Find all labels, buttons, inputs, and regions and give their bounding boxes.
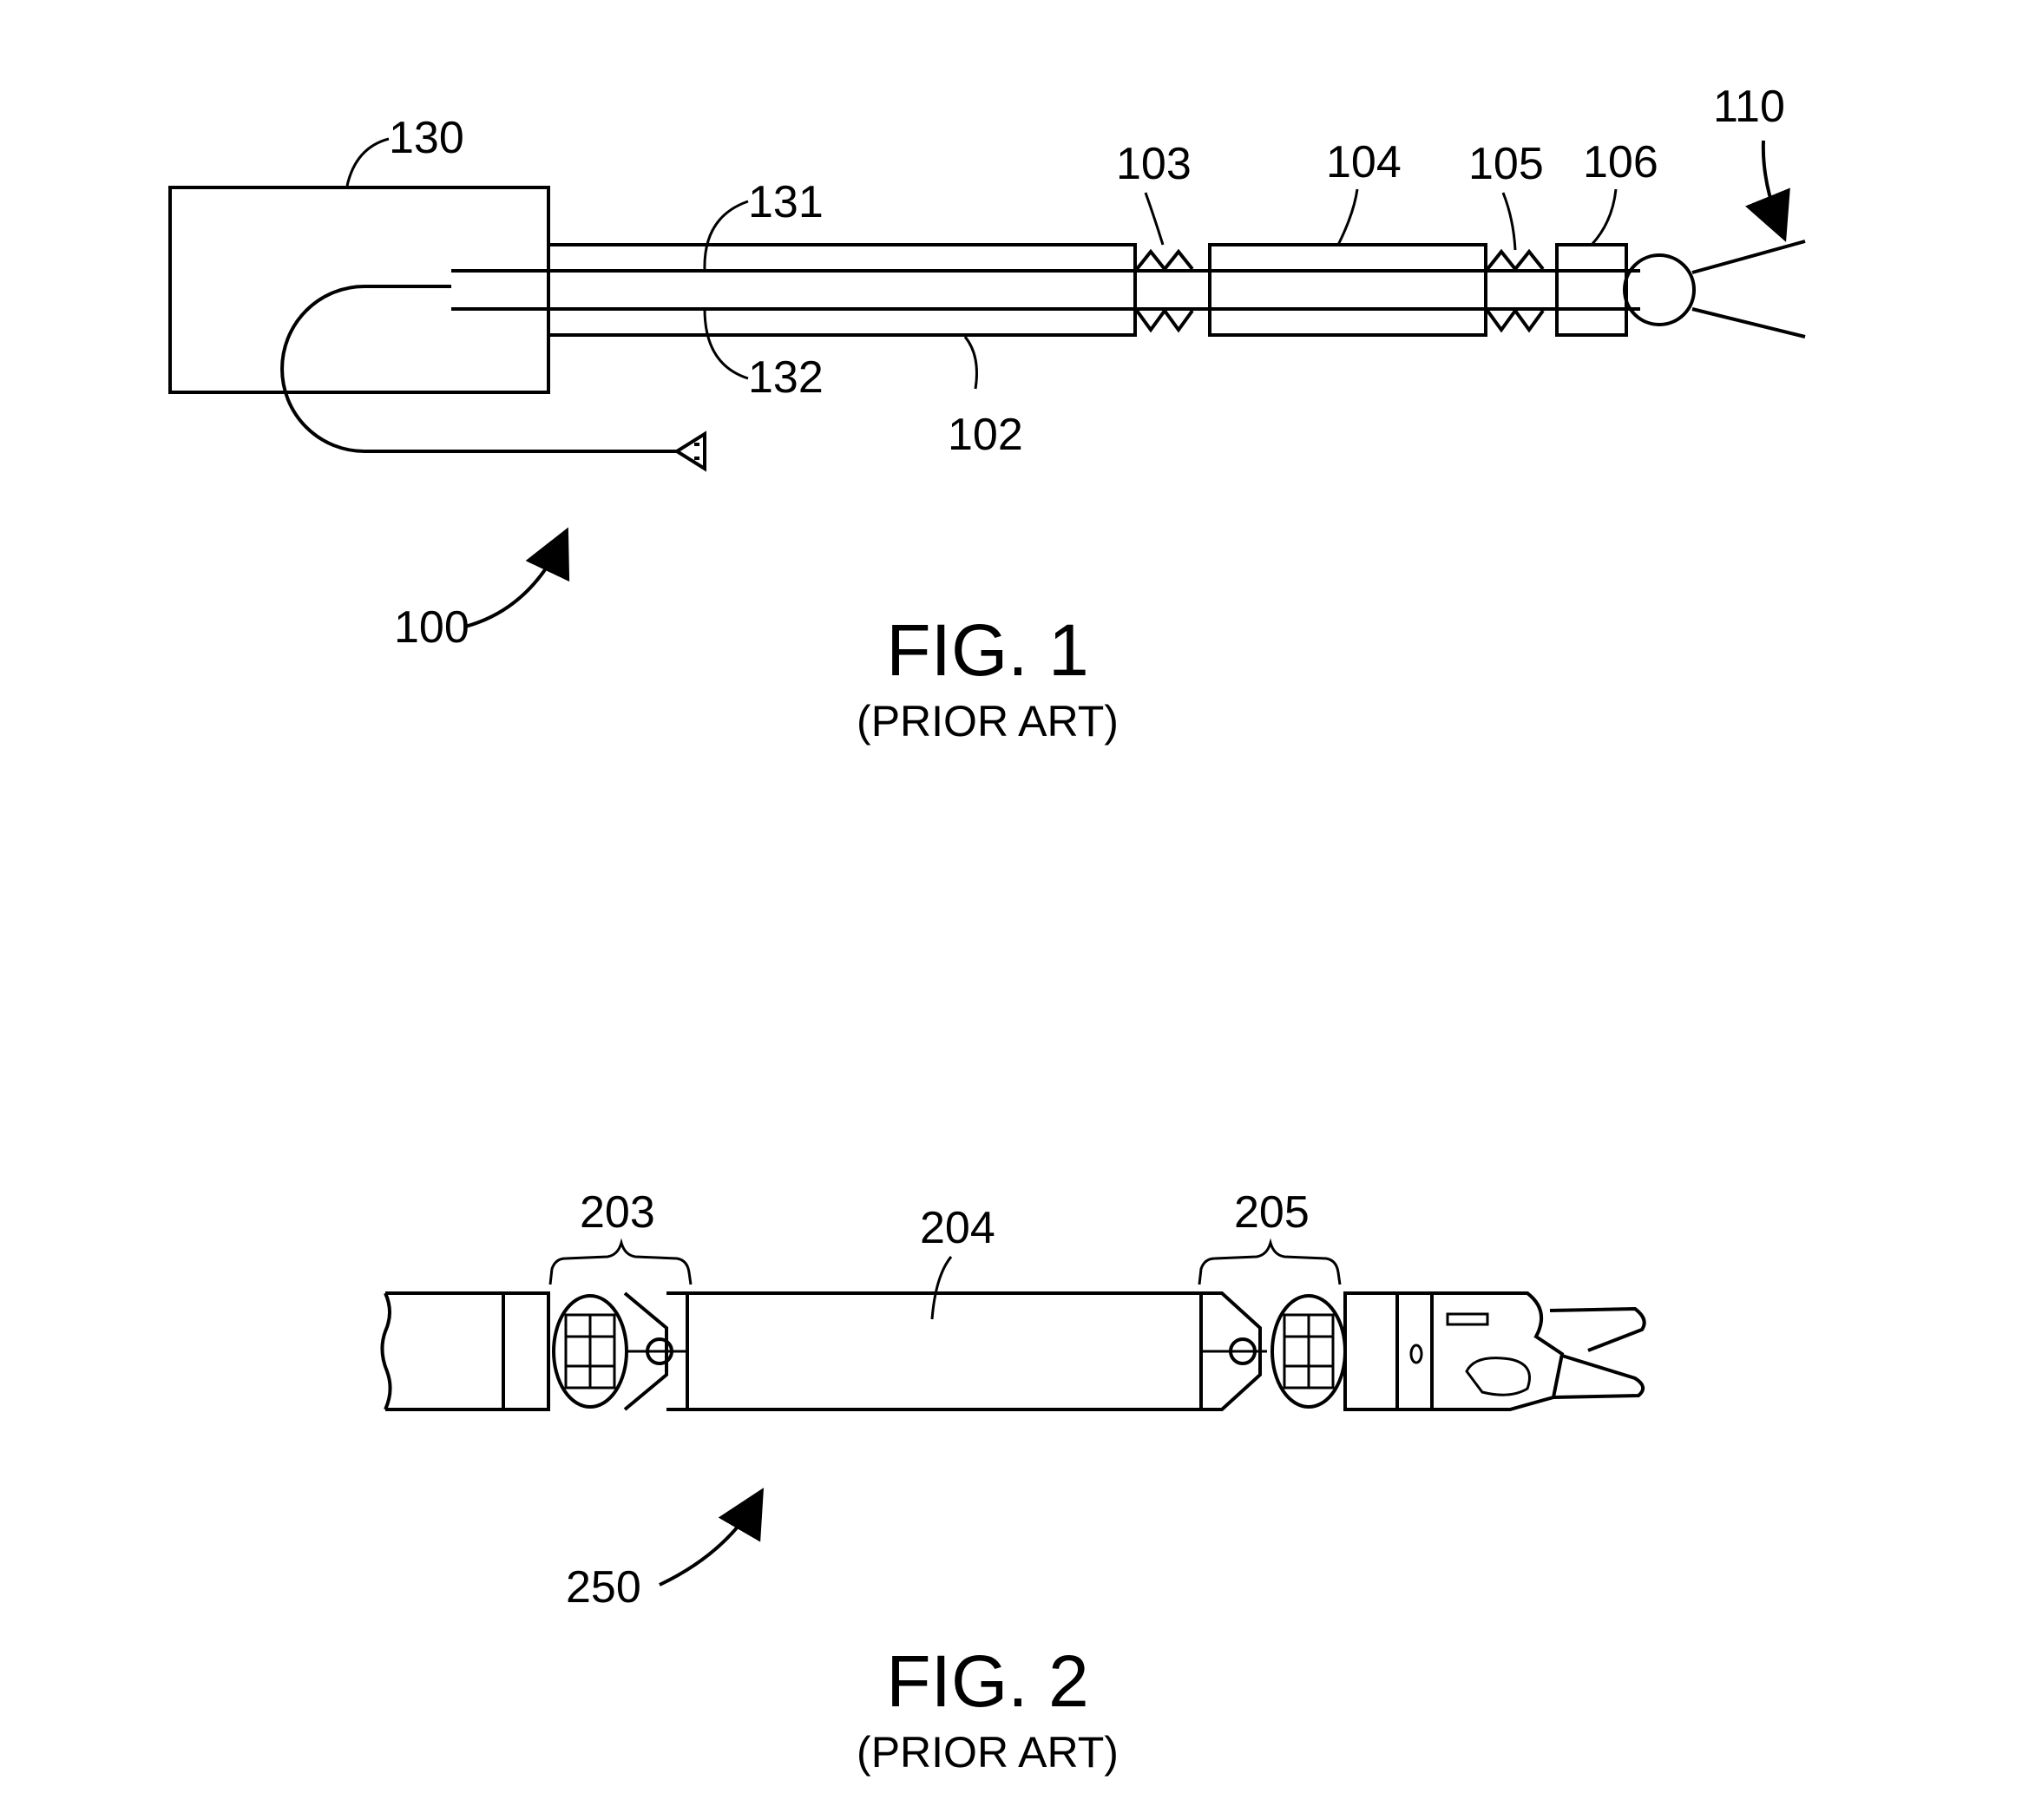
ref-100: 100	[394, 602, 469, 653]
leader-104	[1338, 189, 1357, 245]
ref-250: 250	[566, 1562, 641, 1613]
shaft-break-line	[382, 1293, 390, 1409]
ref-106: 106	[1583, 137, 1658, 187]
figure-1-subtitle: (PRIOR ART)	[857, 697, 1119, 746]
ref-130: 130	[389, 113, 464, 163]
leader-106	[1592, 189, 1616, 245]
grasper-housing	[1397, 1293, 1432, 1409]
leader-132	[705, 309, 748, 378]
ref-102: 102	[948, 410, 1023, 460]
arrow-250	[660, 1500, 757, 1585]
leader-103	[1146, 193, 1163, 245]
leader-105	[1503, 193, 1515, 250]
grasper-link	[1467, 1358, 1530, 1396]
joint-203-housing	[503, 1293, 548, 1409]
ball-joint	[1625, 255, 1694, 325]
grasper-jaw-lower	[1553, 1356, 1643, 1397]
ref-205: 205	[1234, 1187, 1310, 1238]
ref-103: 103	[1116, 139, 1192, 189]
arrow-110	[1763, 141, 1781, 229]
arrow-100	[465, 540, 562, 627]
shaft-tube	[548, 245, 1135, 335]
leader-130	[347, 139, 389, 186]
joint-103-bellows	[1137, 252, 1192, 330]
grasper-housing-hole	[1411, 1345, 1422, 1363]
figure-2-subtitle: (PRIOR ART)	[857, 1728, 1119, 1777]
jaw-lower	[1692, 309, 1805, 337]
ref-203: 203	[580, 1187, 655, 1238]
link-104-segment	[1210, 245, 1486, 335]
leader-102	[965, 337, 977, 389]
grasper-body	[1432, 1293, 1562, 1409]
ref-131: 131	[748, 177, 824, 227]
figure-1-title: FIG. 1	[886, 609, 1088, 691]
control-unit-box	[170, 187, 548, 392]
leader-131	[705, 201, 748, 271]
grasper-jaw-upper	[1550, 1309, 1645, 1350]
cable-loop	[282, 286, 677, 451]
bracket-203	[550, 1243, 691, 1285]
joint-105-bellows	[1487, 252, 1543, 330]
figure-2: 203 204 205 250 FIG. 2 (PRIOR ART)	[382, 1187, 1644, 1777]
cable-connector-icon	[677, 434, 705, 469]
bracket-205	[1199, 1243, 1340, 1285]
link-106-segment	[1557, 245, 1626, 335]
figure-2-title: FIG. 2	[886, 1640, 1088, 1722]
ref-132: 132	[748, 352, 824, 403]
ref-105: 105	[1468, 139, 1544, 189]
ref-204: 204	[920, 1203, 995, 1253]
figure-1: 130 131 132 102 103 104 105 106 110 100 …	[170, 82, 1805, 746]
link-204-body	[687, 1293, 1201, 1409]
joint-205-housing	[1345, 1293, 1397, 1409]
ref-110: 110	[1713, 82, 1785, 132]
jaw-upper	[1692, 241, 1805, 273]
ref-104: 104	[1326, 137, 1402, 187]
grasper-slot	[1448, 1314, 1487, 1324]
leader-204	[932, 1257, 951, 1319]
